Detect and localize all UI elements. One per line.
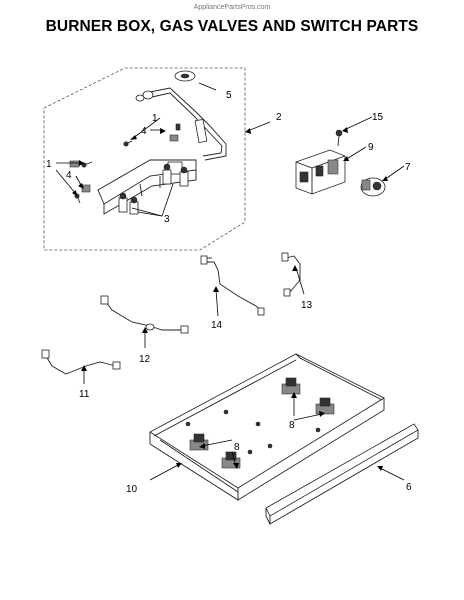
part-3-valves — [118, 163, 189, 215]
callout-3: 3 — [164, 214, 170, 225]
callout-8b: 8 — [289, 420, 295, 431]
callout-7: 7 — [405, 162, 411, 173]
part-1-screws — [74, 140, 133, 204]
callout-9: 9 — [368, 142, 374, 153]
part-2-gas-manifold — [135, 87, 227, 161]
callout-1a: 1 — [152, 113, 158, 124]
callout-13: 13 — [301, 300, 313, 311]
callout-6: 6 — [406, 482, 412, 493]
callout-2: 2 — [276, 112, 282, 123]
callout-labels: 5 2 1 4 1 4 3 15 9 7 13 14 12 11 8 8 10 … — [46, 90, 412, 495]
callout-10: 10 — [126, 484, 138, 495]
callout-14: 14 — [211, 320, 223, 331]
callout-8a: 8 — [234, 442, 240, 453]
part-14-igniter-wire — [200, 255, 265, 316]
part-10-burner-box — [149, 353, 385, 501]
part-4-clips — [69, 123, 181, 193]
callout-4a: 4 — [141, 126, 147, 137]
part-5-burner-cap — [174, 70, 196, 82]
leader-lines — [55, 82, 405, 481]
burner-bracket-assembly — [97, 159, 197, 215]
part-11-igniter-wire — [41, 349, 121, 375]
callout-11: 11 — [79, 389, 90, 400]
part-9-ignition-switch — [295, 149, 346, 195]
callout-1b: 1 — [46, 159, 52, 170]
part-15-screw — [335, 129, 343, 147]
assembly-boundary — [43, 67, 246, 251]
part-13-igniter-wire — [281, 252, 301, 297]
part-8-brackets — [189, 377, 335, 469]
part-7-spark-module — [360, 177, 386, 197]
part-12-igniter-wire — [100, 295, 189, 334]
watermark: AppliancePartsPros.com — [193, 4, 271, 11]
part-6-trim-strip — [265, 423, 419, 525]
page-title: BURNER BOX, GAS VALVES AND SWITCH PARTS — [45, 18, 419, 35]
callout-12: 12 — [139, 354, 151, 365]
callout-5: 5 — [226, 90, 232, 101]
callout-15: 15 — [372, 112, 384, 123]
callout-4b: 4 — [66, 170, 72, 181]
